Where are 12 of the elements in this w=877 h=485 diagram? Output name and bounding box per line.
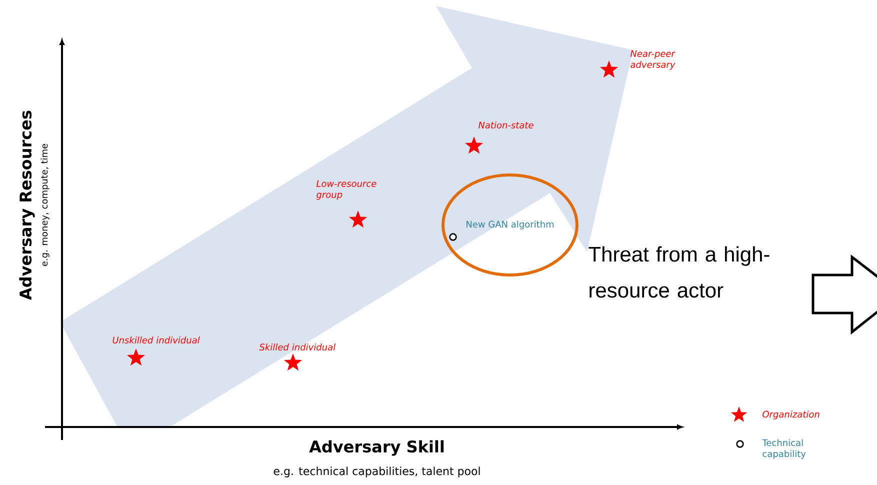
point-label: Near-peer adversary xyxy=(630,50,676,70)
axis-subtitle: e.g. money, compute, time xyxy=(40,144,50,266)
point-label: Nation-state xyxy=(478,122,534,128)
callout-text: Threat from a high-resource actor xyxy=(588,246,770,298)
axis-title: Adversary Skill xyxy=(309,440,444,456)
axis-subtitle: e.g. technical capabilities, talent pool xyxy=(274,466,480,478)
legend-label: Organization xyxy=(762,410,820,420)
point-label: Unskilled individual xyxy=(112,336,200,344)
point-label: Skilled individual xyxy=(259,344,336,350)
legend-label: Technical capability xyxy=(762,439,806,459)
axis-title: Adversary Resources xyxy=(19,110,35,300)
point-label: Low-resource group xyxy=(316,180,376,200)
